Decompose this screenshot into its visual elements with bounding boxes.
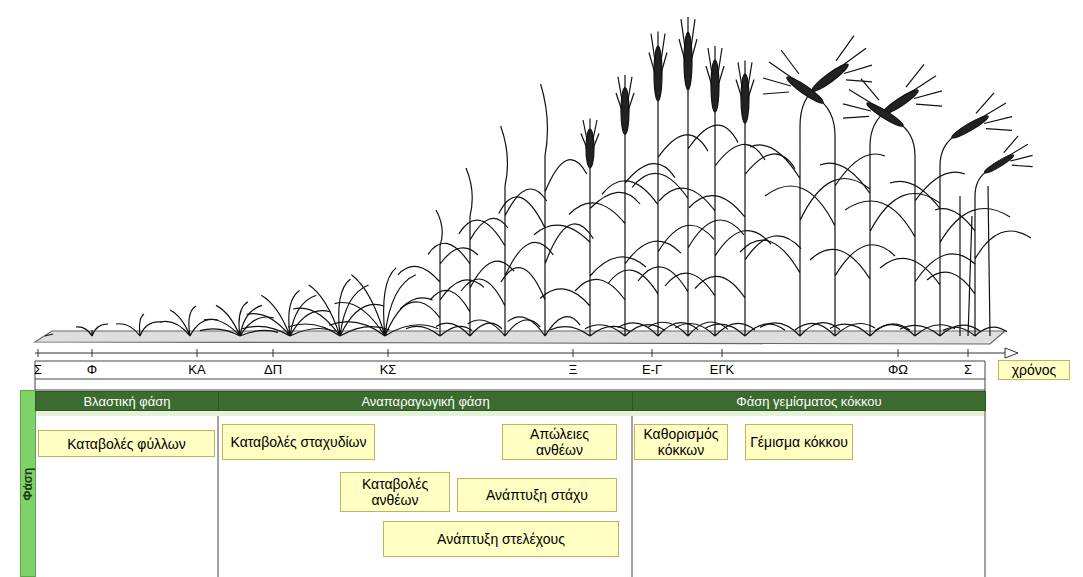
box-text: Ανάπτυξη στάχυ	[486, 487, 588, 503]
time-box: χρόνος	[998, 360, 1070, 380]
process-box: Καθορισμός κόκκων	[634, 424, 728, 460]
box-text: Καταβολές ανθέων	[345, 476, 445, 508]
process-box: Γέμισμα κόκκου	[745, 424, 853, 460]
stage-label: Σ	[964, 362, 972, 377]
stage-label: Ξ	[569, 362, 577, 377]
stage-label: ΚΑ	[188, 362, 205, 377]
process-box: Καταβολές φύλλων	[38, 430, 215, 457]
process-box: Καταβολές ανθέων	[340, 472, 450, 512]
box-text: Φάση	[21, 467, 35, 500]
box-text: χρόνος	[1012, 362, 1057, 378]
box-text: Καθορισμός κόκκων	[639, 426, 723, 458]
process-box: Ανάπτυξη στελέχους	[383, 521, 619, 557]
box-text: Φάση γεμίσματος κόκκου	[736, 394, 881, 409]
stage-label: ΔΠ	[264, 362, 282, 377]
box-text: Ανάπτυξη στελέχους	[437, 531, 565, 547]
box-text: Αναπαραγωγική φάση	[361, 394, 489, 409]
box-text: Γέμισμα κόκκου	[750, 434, 848, 450]
phase-band: Φάση	[20, 390, 36, 577]
phase-header: Αναπαραγωγική φάση	[218, 391, 633, 411]
box-text: Καταβολές φύλλων	[67, 436, 186, 452]
box-text: Βλαστική φάση	[83, 394, 170, 409]
box-text: Καταβολές σταχυδίων	[230, 434, 366, 450]
box-text: Απώλειες ανθέων	[507, 426, 612, 458]
stage-label: Φ	[87, 362, 97, 377]
stage-label: ΚΣ	[380, 362, 397, 377]
phase-header: Φάση γεμίσματος κόκκου	[632, 391, 986, 411]
stage-label: Ε-Γ	[642, 362, 662, 377]
stage-label: ΕΓΚ	[710, 362, 735, 377]
process-box: Ανάπτυξη στάχυ	[457, 478, 617, 512]
process-box: Απώλειες ανθέων	[502, 424, 617, 460]
stage-label: ΦΩ	[888, 362, 908, 377]
stage-label: Σ	[34, 362, 42, 377]
phase-header: Βλαστική φάση	[35, 391, 219, 411]
process-box: Καταβολές σταχυδίων	[222, 424, 375, 460]
